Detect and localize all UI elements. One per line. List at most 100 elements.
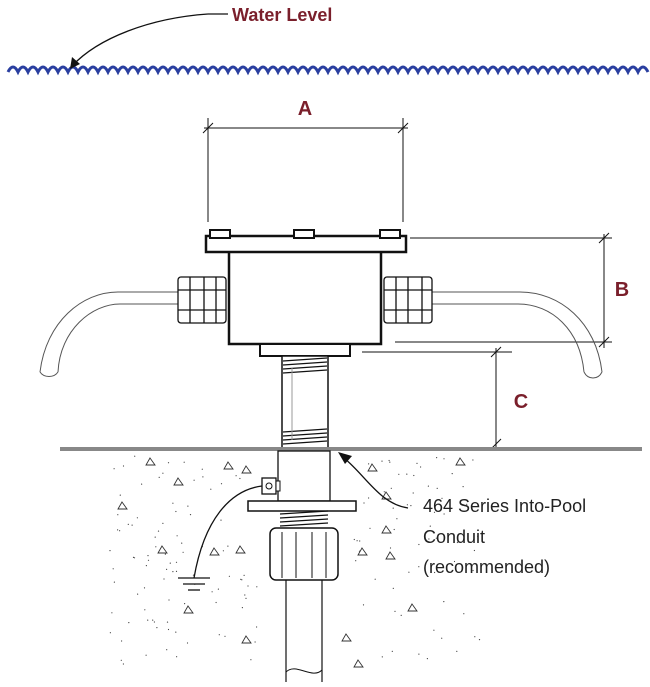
aggregate-dot [183,461,185,463]
aggregate-dot [433,511,436,513]
conduit-leader [343,457,409,509]
aggregate-dot [244,594,246,596]
aggregate-dot [201,468,203,470]
water-surface [6,65,650,76]
aggregate-stone [157,545,168,554]
thread-line [282,365,328,370]
aggregate-dot [166,649,168,651]
dimension-c [362,346,512,450]
aggregate-dot [393,528,395,531]
aggregate-dot [189,514,192,516]
aggregate-dot [119,494,121,496]
aggregate-dot [152,619,154,621]
aggregate-dot [119,530,121,532]
aggregate-dot [410,505,412,507]
aggregate-dot [133,557,136,559]
conduit-label-line3: (recommended) [423,557,550,577]
aggregate-dot [256,586,258,588]
aggregate-stone [381,525,392,534]
aggregate-dot [368,497,370,499]
aggregate-dot [162,472,164,474]
aggregate-dot [147,619,149,621]
dimension-a [202,118,409,222]
aggregate-stone [241,635,252,644]
aggregate-dot [389,461,391,463]
right-cable [432,291,603,379]
aggregate-dot [143,587,146,589]
aggregate-dot [202,476,204,478]
aggregate-dot [127,523,129,526]
aggregate-dot [441,497,443,499]
aggregate-dot [220,519,222,521]
aggregate-dot [164,553,166,555]
aggregate-dot [182,551,184,553]
aggregate-dot [166,568,168,571]
aggregate-dot [463,613,465,615]
ground-wire [193,485,263,579]
aggregate-dot [241,607,243,609]
aggregate-dot [416,462,418,464]
aggregate-dot [222,550,224,552]
conduit-label-line1: 464 Series Into-Pool [423,496,586,516]
aggregate-dot [474,636,476,638]
aggregate-stone [341,633,352,642]
aggregate-dot [433,629,435,631]
thread-line [279,522,329,527]
left-cable [39,291,178,377]
aggregate-dot [120,659,122,661]
aggregate-dot [113,581,115,583]
aggregate-dot [394,610,396,613]
aggregate-stone [235,545,246,554]
aggregate-dot [153,621,155,623]
conduit-flange [247,500,357,512]
aggregate-dot [418,566,420,568]
aggregate-dot [147,559,150,561]
aggregate-dot [168,599,170,601]
thread-line [282,436,328,441]
aggregate-dot [122,663,124,665]
aggregate-dot [418,653,420,655]
aggregate-stone [223,461,234,470]
aggregate-dot [434,571,436,574]
aggregate-dot [478,639,481,641]
concrete-base [109,455,481,668]
water-level-arrowhead [70,57,80,69]
conduit-coupling [269,527,339,581]
aggregate-dot [392,587,394,590]
aggregate-dot [192,574,195,576]
aggregate-dot [462,486,464,488]
aggregate-dot [141,483,143,485]
aggregate-dot [187,505,189,507]
aggregate-dot [137,593,139,595]
aggregate-dot [362,604,365,606]
aggregate-dot [355,560,357,562]
aggregate-dot [353,538,355,541]
aggregate-dot [363,502,365,504]
aggregate-dot [436,487,438,489]
aggregate-dot [167,628,170,631]
aggregate-dot [181,542,183,544]
aggregate-dot [228,575,230,577]
aggregate-dot [400,614,402,617]
conduit-riser [281,355,329,449]
aggregate-dot [184,603,186,605]
aggregate-dot [443,458,445,460]
aggregate-stone [241,465,252,474]
aggregate-dot [436,457,438,459]
thread-line [279,514,329,519]
aggregate-dot [176,535,178,537]
aggregate-dot [413,474,415,477]
conduit-arrowhead [338,452,352,464]
aggregate-dot [396,518,398,520]
aggregate-dot [109,550,111,552]
thread-line [282,432,328,437]
aggregate-dot [145,565,147,567]
aggregate-dot [162,522,164,525]
aggregate-dot [169,562,171,564]
aggregate-dot [453,560,456,563]
lid-screw-center [293,229,315,239]
aggregate-stone [367,463,378,472]
aggregate-dot [211,591,213,593]
water-level-leader [71,13,209,67]
